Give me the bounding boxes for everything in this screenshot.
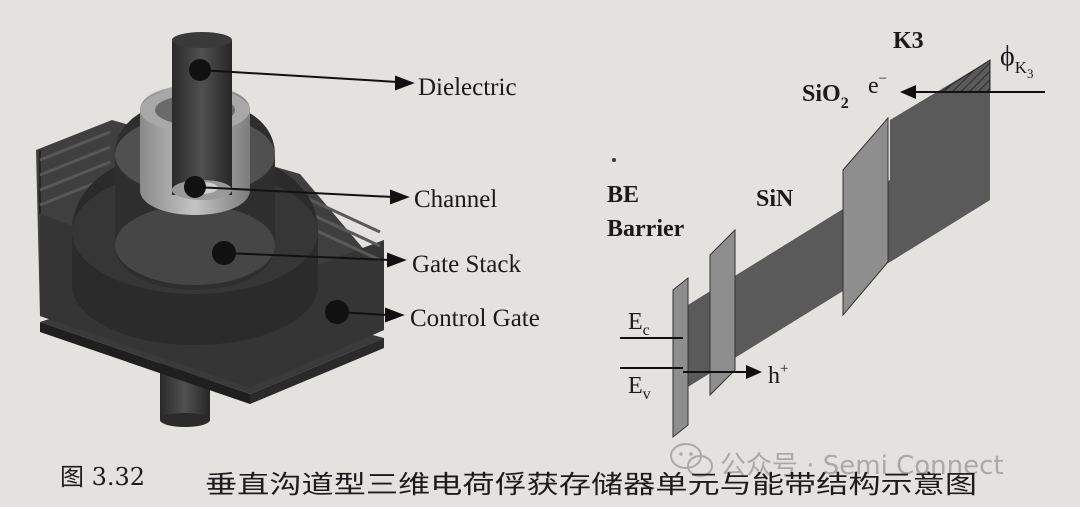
dielectric-label: Dielectric <box>418 74 517 101</box>
be-barrier-label-line2: Barrier <box>607 216 685 242</box>
electron-arrow-head <box>900 85 916 99</box>
k3-label: K3 <box>893 28 924 54</box>
control-gate-slab-bottom-side <box>250 338 384 404</box>
watermark: 公众号 · Semi Connect <box>670 443 1004 481</box>
gate-stack-inner-band <box>115 205 275 285</box>
figure-caption: 垂直沟道型三维电荷俘获存储器单元与能带结构示意图 <box>205 470 977 499</box>
be-barrier-plate-2 <box>709 228 736 397</box>
band-diagram <box>612 59 1045 439</box>
hole-label: h+ <box>768 361 788 389</box>
gate-stack-label: Gate Stack <box>412 251 521 278</box>
watermark-text: 公众号 · Semi Connect <box>720 451 1004 481</box>
be-barrier-label-line1: BE <box>607 182 639 208</box>
dielectric-core-top <box>172 32 232 48</box>
ec-label: Ec <box>628 309 650 339</box>
sio2-label: SiO2 <box>802 81 849 112</box>
bottom-pillar-cap <box>160 413 210 427</box>
control-gate-label: Control Gate <box>410 305 540 332</box>
electron-label: e− <box>868 71 887 99</box>
be-barrier-plate-1 <box>672 276 689 439</box>
figure-number: 图 3.32 <box>60 463 145 491</box>
ev-label: Ev <box>628 373 651 403</box>
sin-label: SiN <box>756 186 794 212</box>
sio2-plate <box>842 116 889 317</box>
k3-hatch <box>938 59 991 93</box>
wechat-icon <box>670 443 713 477</box>
device-illustration <box>36 32 415 427</box>
hole-arrow-head <box>746 365 762 379</box>
channel-label: Channel <box>414 186 497 213</box>
k3-block <box>890 60 990 262</box>
control-gate-slab-bottom-front <box>40 322 250 404</box>
phi-k3-label: ϕK3 <box>1000 41 1034 81</box>
